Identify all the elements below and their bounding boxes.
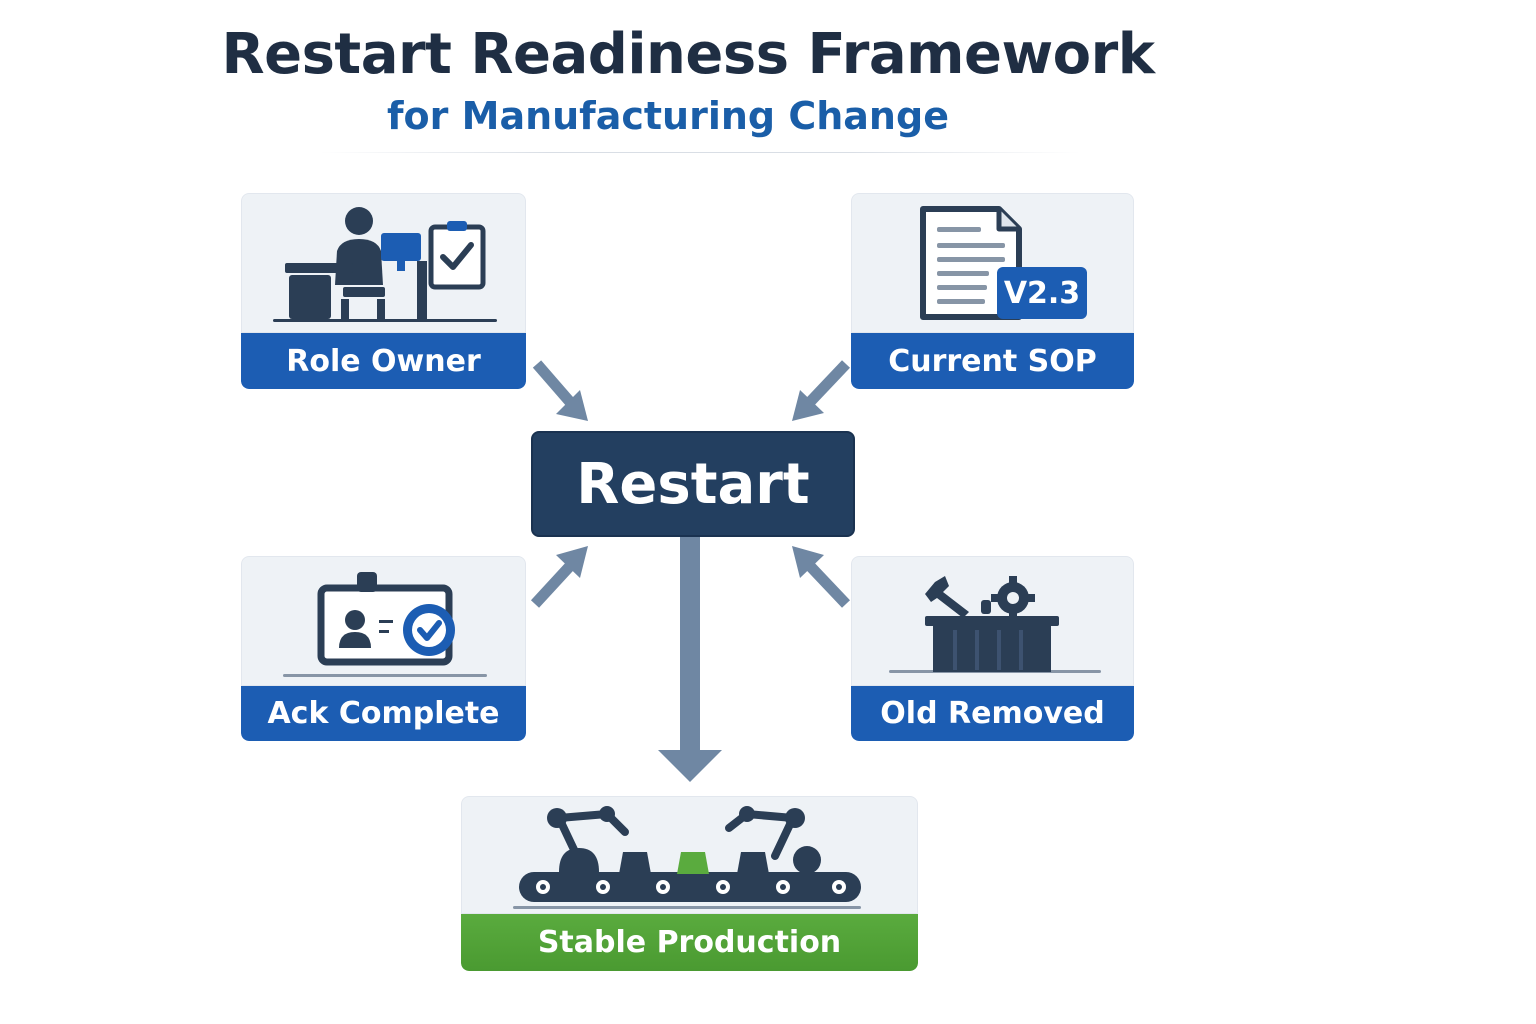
card-old-removed: Old Removed — [851, 556, 1134, 741]
card-role-owner-label: Role Owner — [241, 333, 526, 389]
title-divider — [320, 152, 1080, 153]
restart-node: Restart — [531, 431, 855, 537]
card-ack-complete-label: Ack Complete — [241, 686, 526, 741]
diagram-subtitle: for Manufacturing Change — [387, 94, 949, 138]
worker-at-desk-icon — [273, 207, 497, 322]
card-stable-production-label: Stable Production — [461, 914, 918, 971]
tools-bin-icon — [889, 576, 1101, 673]
card-stable-production: Stable Production — [461, 796, 918, 971]
sop-version-badge: V2.3 — [1004, 276, 1080, 311]
production-line-icon — [513, 806, 861, 909]
card-current-sop-label: Current SOP — [851, 333, 1134, 389]
card-role-owner: Role Owner — [241, 193, 526, 389]
arrow-old-removed-to-restart — [792, 546, 850, 608]
card-old-removed-label: Old Removed — [851, 686, 1134, 741]
arrow-current-sop-to-restart — [792, 360, 850, 421]
document-icon: V2.3 — [920, 206, 1087, 320]
arrow-role-owner-to-restart — [532, 360, 588, 421]
arrow-ack-complete-to-restart — [530, 546, 588, 608]
diagram-title: Restart Readiness Framework — [221, 22, 1155, 87]
card-current-sop: V2.3 Current SOP — [851, 193, 1134, 389]
arrow-restart-to-stable-production — [658, 537, 722, 782]
card-ack-complete: Ack Complete — [241, 556, 526, 741]
id-badge-check-icon — [283, 572, 487, 677]
